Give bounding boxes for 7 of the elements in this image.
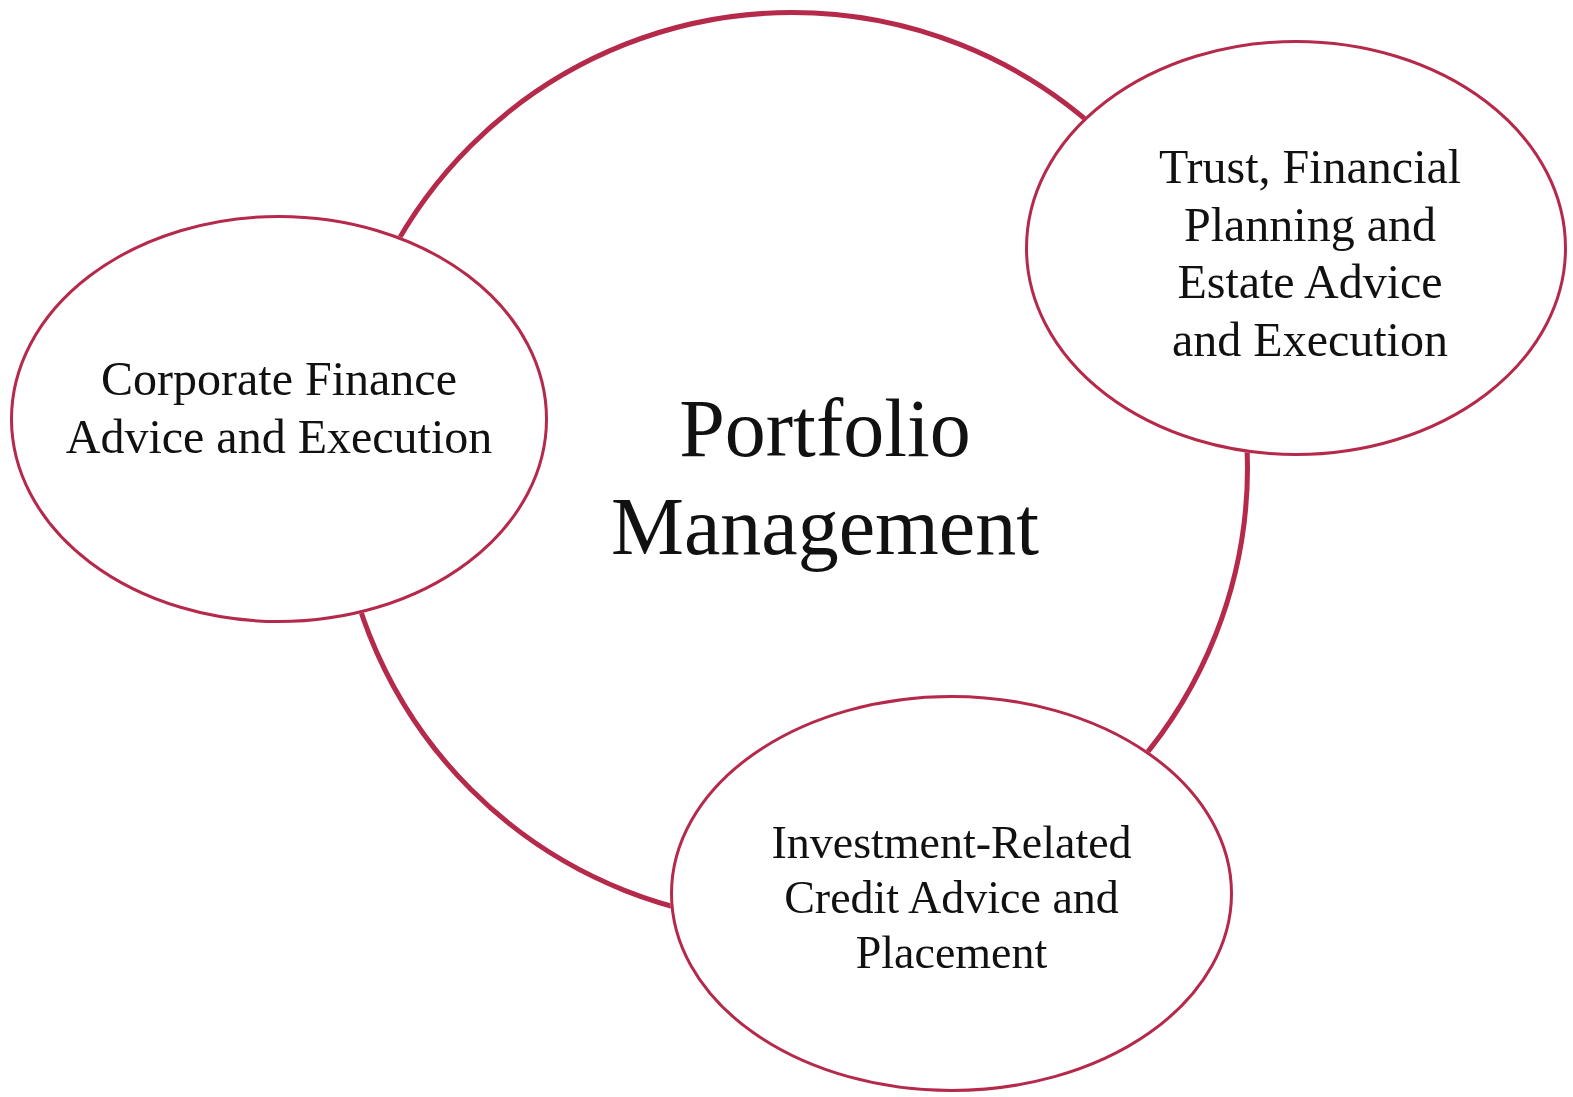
ellipse-label: Investment-Related Credit Advice and Placement: [770, 816, 1133, 981]
heading-text: Portfolio Management: [609, 382, 1041, 575]
ellipse: [1025, 40, 1567, 456]
ellipse-label: Trust, Financial Planning and Estate Advice and Execution: [1157, 139, 1463, 368]
ellipse: [670, 695, 1233, 1092]
ellipse-label: Corporate Finance Advice and Execution: [64, 351, 494, 465]
ellipse: [10, 215, 548, 623]
